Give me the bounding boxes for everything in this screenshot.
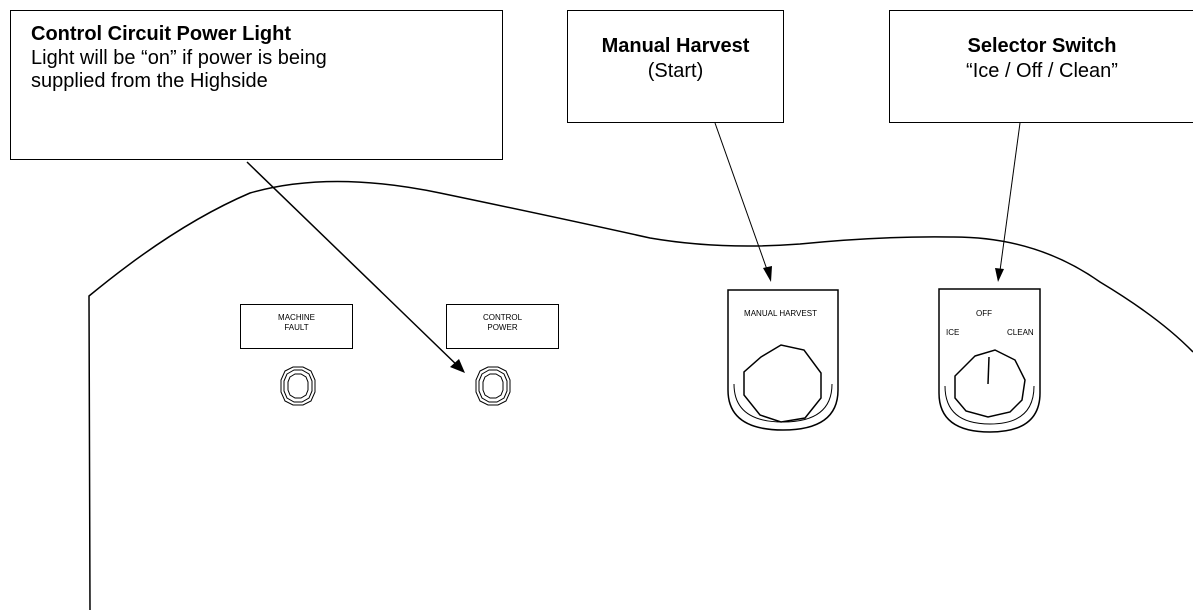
selector-switch-callout: Selector Switch “Ice / Off / Clean” [889, 10, 1193, 123]
control-power-callout-line-2: supplied from the Highside [31, 70, 268, 92]
manual-harvest-callout-subtitle: (Start) [647, 60, 704, 82]
machine-fault-label-line-2: FAULT [284, 323, 309, 332]
power-pointer-arrow [246, 161, 463, 371]
selector-position-clean: CLEAN [1007, 328, 1034, 337]
machine-fault-label: MACHINE FAULT [240, 304, 353, 349]
selector-switch-knob[interactable] [954, 349, 1026, 418]
selector-switch-callout-title: Selector Switch [967, 35, 1117, 57]
harvest-pointer-arrow [714, 122, 771, 279]
panel-outline [88, 180, 1193, 610]
harvest-pointer-arrowhead [763, 266, 772, 282]
control-power-light [475, 366, 511, 406]
control-power-label: CONTROL POWER [446, 304, 559, 349]
manual-harvest-callout-title: Manual Harvest [601, 35, 750, 57]
selector-switch-housing [938, 288, 1041, 433]
manual-harvest-switch-label: MANUAL HARVEST [744, 309, 817, 318]
selector-position-off: OFF [976, 309, 992, 318]
control-power-label-line-1: CONTROL [482, 313, 523, 322]
control-power-callout-title: Control Circuit Power Light [31, 23, 291, 45]
manual-harvest-callout: Manual Harvest (Start) [567, 10, 784, 123]
selector-position-ice: ICE [946, 328, 960, 337]
manual-harvest-button[interactable] [743, 344, 822, 423]
control-power-callout: Control Circuit Power Light Light will b… [10, 10, 503, 160]
control-power-callout-line-1: Light will be “on” if power is being [31, 47, 327, 69]
control-power-label-line-2: POWER [487, 323, 518, 332]
selector-switch-callout-subtitle: “Ice / Off / Clean” [966, 60, 1118, 82]
machine-fault-light [280, 366, 316, 406]
machine-fault-label-line-1: MACHINE [278, 313, 315, 322]
selector-pointer-arrow [998, 122, 1021, 279]
power-pointer-arrowhead [450, 359, 465, 373]
selector-pointer-arrowhead [995, 268, 1004, 282]
